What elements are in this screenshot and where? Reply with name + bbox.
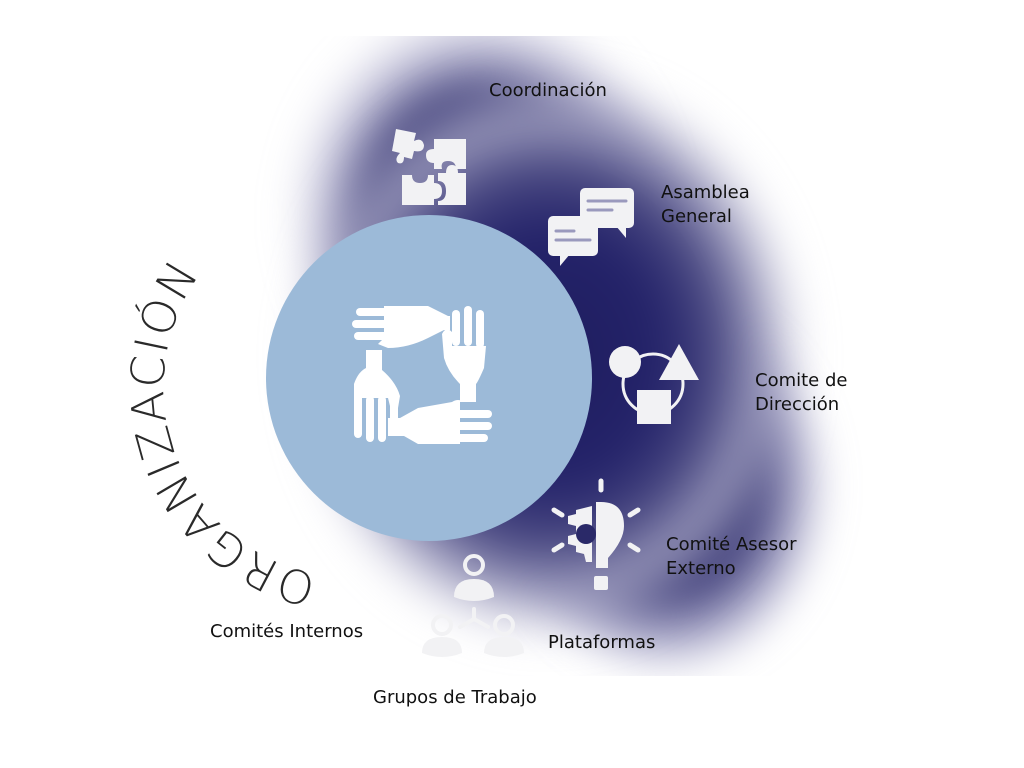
shapes-icon	[609, 344, 699, 424]
label-plataformas: Plataformas	[548, 632, 656, 653]
label-line: Dirección	[755, 394, 840, 415]
label-line: Asamblea	[661, 182, 750, 203]
label-comite-direccion: Comite de Dirección	[755, 369, 847, 417]
label-coordinacion: Coordinación	[489, 80, 607, 101]
label-line: Comite de	[755, 370, 848, 391]
label-asamblea-general: Asamblea General	[661, 181, 750, 229]
label-comites-internos: Comités Internos	[210, 621, 364, 642]
center-circle	[266, 215, 592, 541]
hands-teamwork-icon	[352, 306, 492, 444]
people-network-icon	[422, 554, 524, 657]
label-line: General	[661, 206, 732, 227]
chat-bubbles-icon	[548, 188, 634, 266]
puzzle-icon	[392, 129, 466, 205]
label-comite-asesor-externo: Comité Asesor Externo	[666, 533, 797, 581]
label-line: Comité Asesor	[666, 534, 797, 555]
label-grupos-de-trabajo: Grupos de Trabajo	[373, 687, 537, 708]
lightbulb-idea-icon	[551, 478, 641, 590]
diagram-title: ORGANIZACIÓN	[120, 250, 319, 617]
svg-text:ORGANIZACIÓN: ORGANIZACIÓN	[120, 250, 321, 617]
label-line: Externo	[666, 558, 736, 579]
